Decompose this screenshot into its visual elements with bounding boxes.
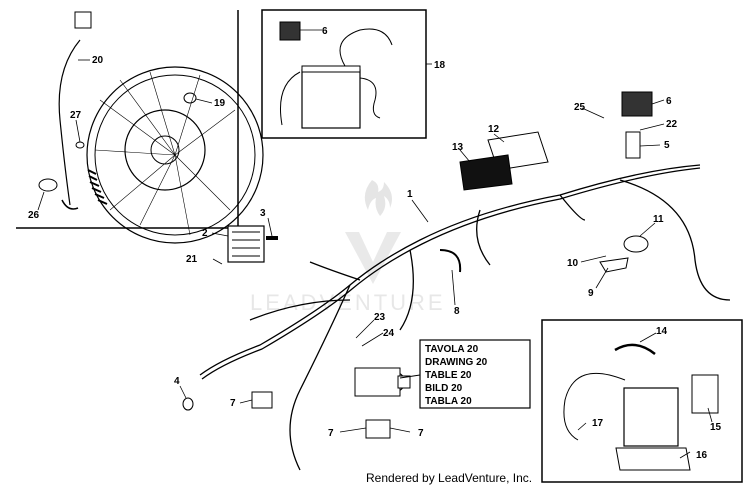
callout-6-top: 6 xyxy=(322,26,328,37)
callout-7-bottom-left: 7 xyxy=(328,428,334,439)
bracket-5 xyxy=(625,131,641,159)
callout-20: 20 xyxy=(92,55,104,66)
clamp-8 xyxy=(439,249,462,273)
pad-15 xyxy=(691,374,719,414)
relay-6-top xyxy=(279,21,301,41)
callout-18: 18 xyxy=(434,60,446,71)
table-frame xyxy=(419,339,531,409)
callout-5: 5 xyxy=(664,140,670,151)
relay-7b xyxy=(365,419,391,439)
render-caption: Rendered by LeadVenture, Inc. xyxy=(366,471,532,485)
regulator-2 xyxy=(227,225,265,263)
bolt-3 xyxy=(266,236,278,240)
watermark-text: LEADVENTURE xyxy=(250,290,446,315)
callout-24: 24 xyxy=(383,328,395,339)
lv-logo-icon xyxy=(345,232,401,284)
callout-7-bottom-right: 7 xyxy=(418,428,424,439)
callout-6-right: 6 xyxy=(666,96,672,107)
main-wiring-harness xyxy=(199,164,731,471)
battery-inset-top xyxy=(261,9,427,139)
battery-top xyxy=(301,65,361,73)
callout-8: 8 xyxy=(454,306,460,317)
cable-clamp xyxy=(38,178,58,192)
callout-25: 25 xyxy=(574,102,586,113)
battery-tray-16 xyxy=(615,447,691,471)
ground-lead-17 xyxy=(563,372,626,441)
wheel-rim xyxy=(86,66,264,244)
battery-lead xyxy=(279,28,393,126)
flame-logo-icon xyxy=(364,180,392,216)
tire-tread xyxy=(87,169,108,205)
coil-11 xyxy=(623,235,649,253)
sensor-connector xyxy=(74,11,92,29)
grommet-27 xyxy=(75,141,85,149)
callout-4: 4 xyxy=(174,376,180,387)
callout-19: 19 xyxy=(214,98,226,109)
strap-14 xyxy=(614,343,656,355)
bracket-9 xyxy=(599,257,629,273)
reference-table: TAVOLA 20 DRAWING 20 TABLE 20 BILD 20 TA… xyxy=(399,339,531,409)
callout-16: 16 xyxy=(696,450,708,461)
callout-15: 15 xyxy=(710,422,722,433)
callout-10: 10 xyxy=(567,258,579,269)
callout-13: 13 xyxy=(452,142,464,153)
callout-21: 21 xyxy=(186,254,198,265)
front-wheel-inset xyxy=(16,10,264,244)
callout-17: 17 xyxy=(592,418,604,429)
regulator-fins xyxy=(232,231,260,257)
inset-frame xyxy=(541,319,743,483)
leadventure-watermark: LEADVENTURE xyxy=(250,180,446,315)
table-row: DRAWING 20 xyxy=(425,357,488,368)
battery-body xyxy=(301,69,361,129)
callout-11: 11 xyxy=(653,214,664,225)
callout-12: 12 xyxy=(488,124,500,135)
battery-body xyxy=(623,387,679,447)
table-leader xyxy=(399,374,421,379)
callout-2: 2 xyxy=(202,228,208,239)
table-row: TABLA 20 xyxy=(425,396,472,407)
callout-23: 23 xyxy=(374,312,386,323)
relay-6 xyxy=(621,91,653,117)
callout-1: 1 xyxy=(407,189,413,200)
speed-sensor-cable xyxy=(58,39,81,206)
table-row: BILD 20 xyxy=(425,383,463,394)
table-row: TAVOLA 20 xyxy=(425,344,479,355)
relay-7a xyxy=(251,391,273,409)
callout-labels: 1 2 3 4 5 6 6 7 7 7 8 9 10 11 12 13 14 1… xyxy=(28,26,722,461)
battery-lead-2 xyxy=(359,77,381,119)
components xyxy=(182,91,653,439)
inset-frame xyxy=(261,9,427,139)
sensor-head xyxy=(61,199,79,210)
battery-inset-bottom xyxy=(541,319,743,483)
leader-lines xyxy=(37,29,713,459)
table-row: TABLE 20 xyxy=(425,370,472,381)
callout-27: 27 xyxy=(70,110,82,121)
sensor-4 xyxy=(182,397,194,411)
callout-26: 26 xyxy=(28,210,40,221)
callout-9: 9 xyxy=(588,288,594,299)
callout-7-left: 7 xyxy=(230,398,236,409)
callout-3: 3 xyxy=(260,208,266,219)
bolt-19 xyxy=(183,92,197,104)
callout-22: 22 xyxy=(666,119,678,130)
starter-motor xyxy=(354,367,411,397)
ecu-13 xyxy=(459,154,513,191)
callout-14: 14 xyxy=(656,326,668,337)
